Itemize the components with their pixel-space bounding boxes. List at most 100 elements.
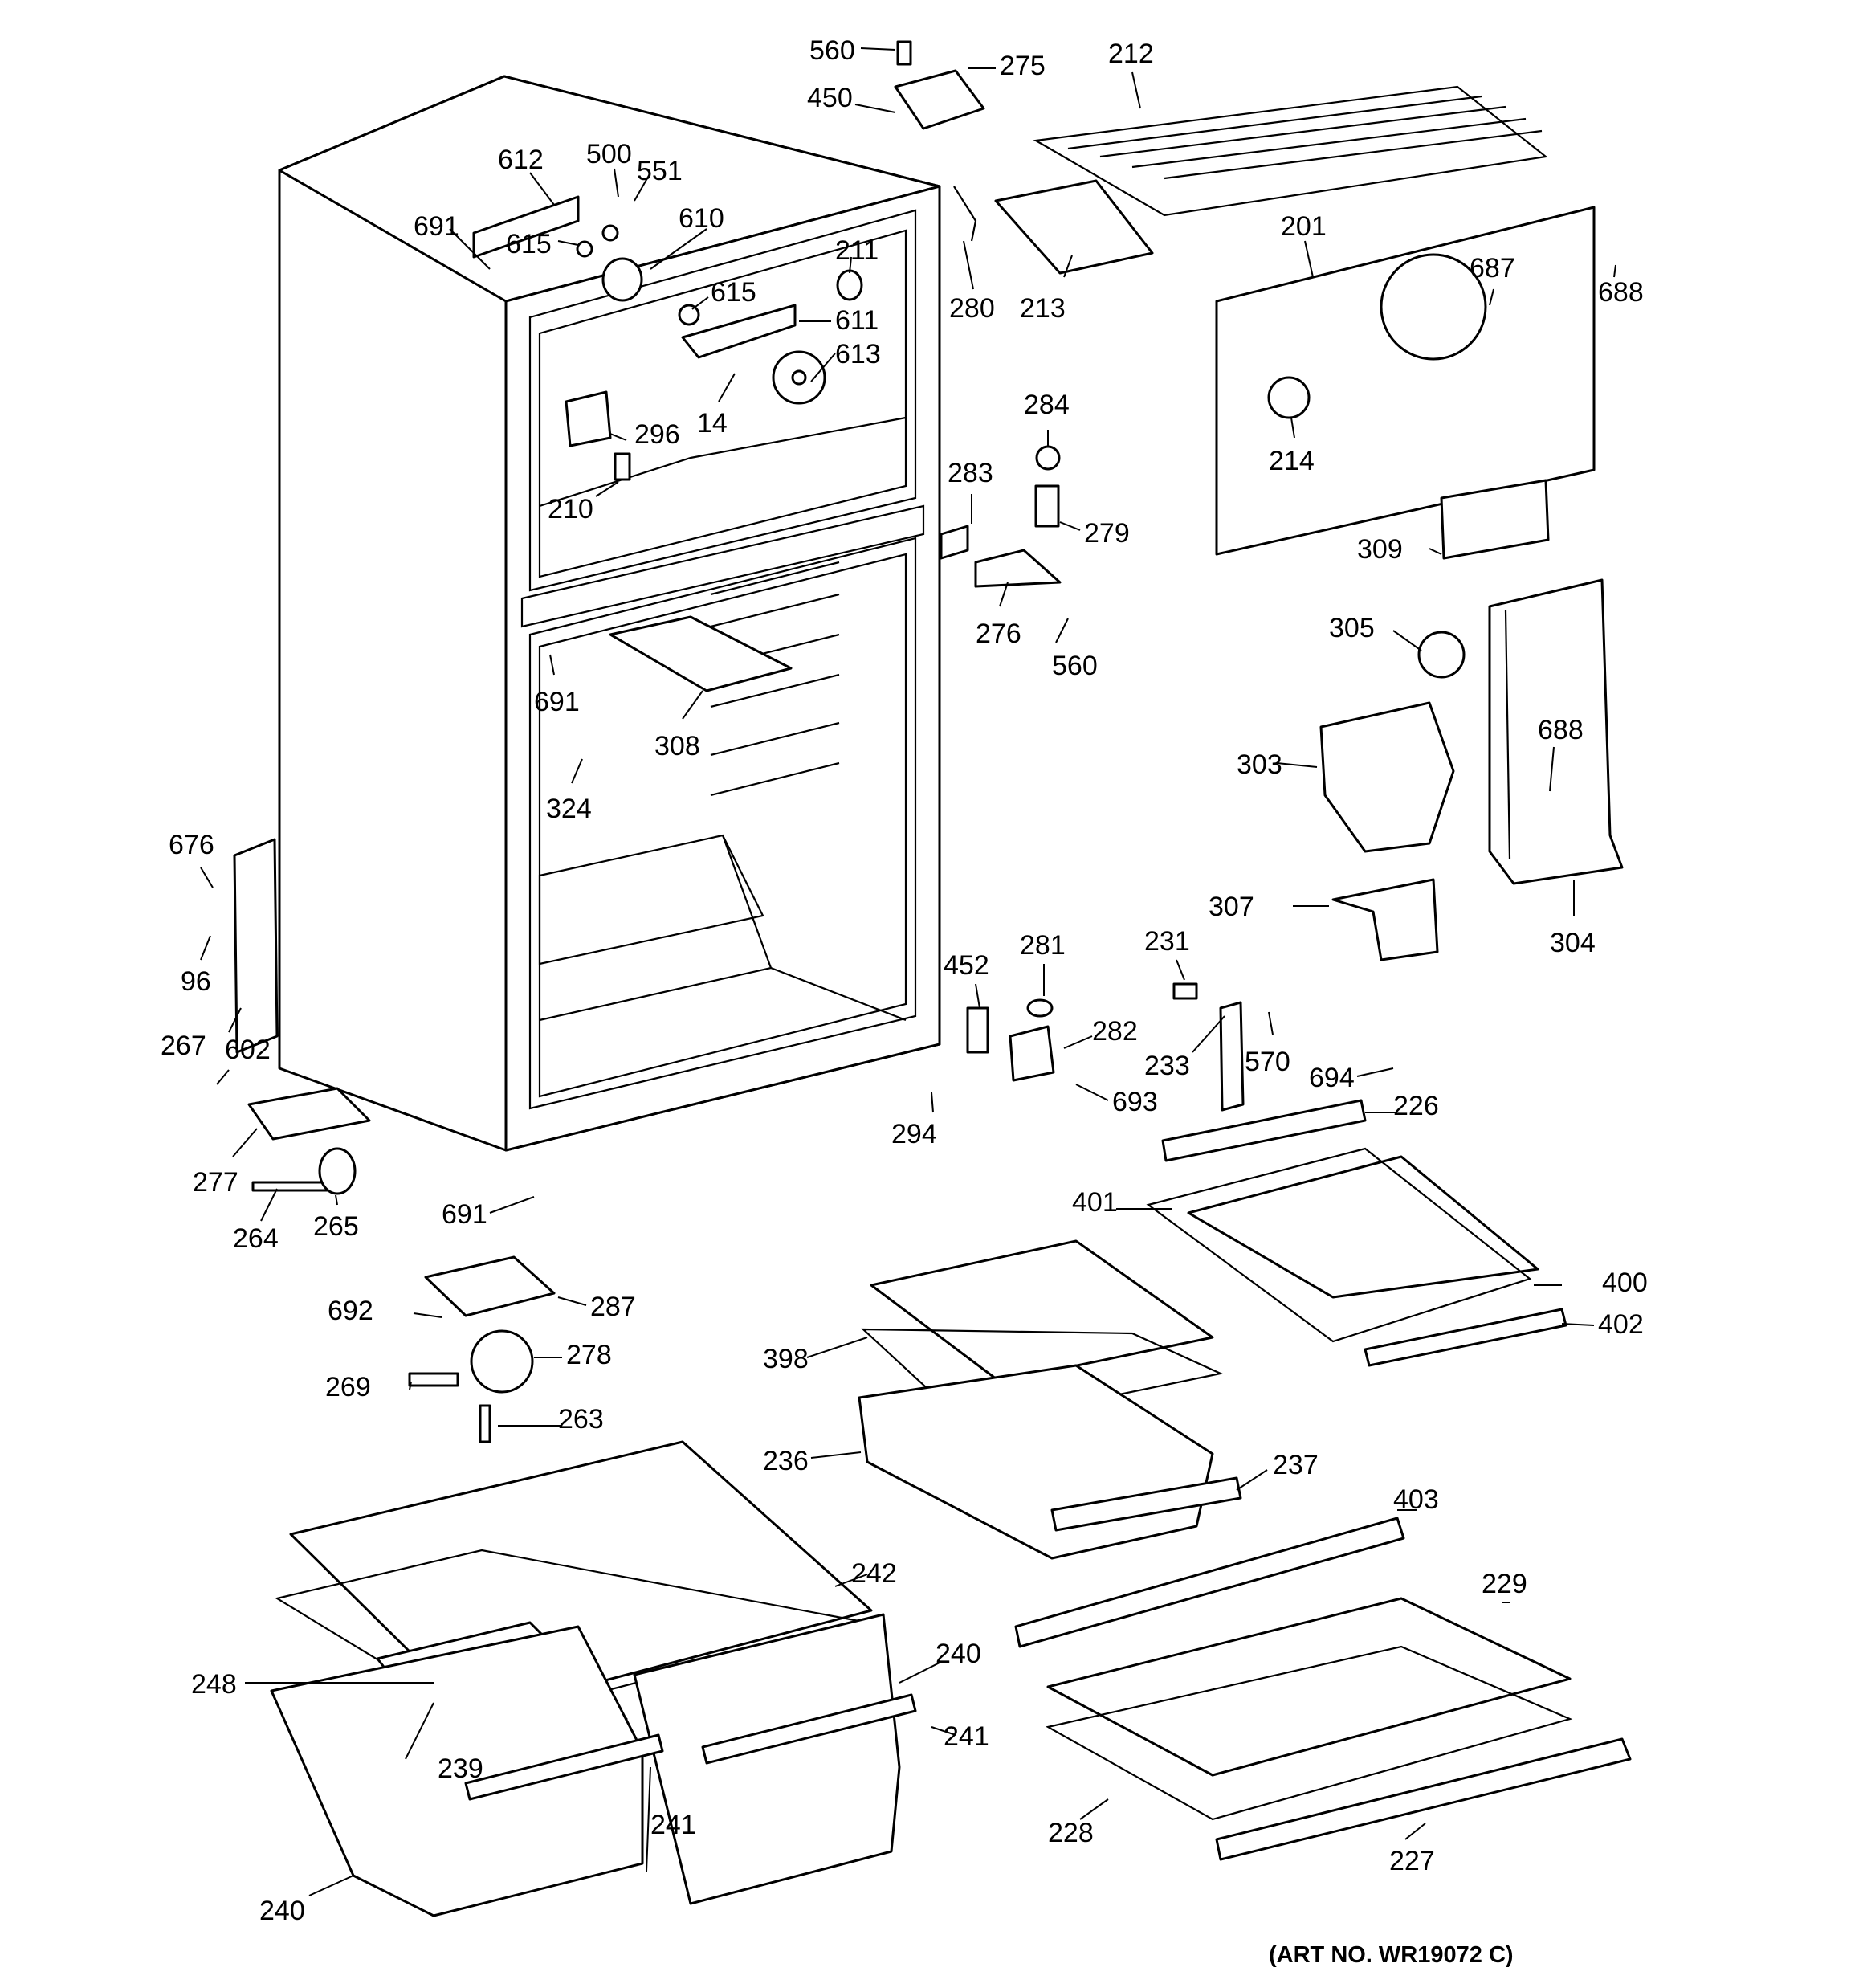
side-bracket-267 [233, 838, 279, 1054]
label-615: 615 [506, 229, 552, 259]
label-269: 269 [325, 1372, 371, 1402]
label-264: 264 [233, 1223, 279, 1254]
label-688-b: 688 [1538, 715, 1584, 745]
label-401: 401 [1072, 1187, 1118, 1218]
label-308: 308 [654, 731, 700, 761]
label-611: 611 [835, 305, 879, 336]
hinge-275 [894, 69, 985, 130]
label-692: 692 [328, 1296, 373, 1326]
label-687: 687 [1470, 253, 1515, 284]
label-309: 309 [1357, 534, 1403, 565]
label-233: 233 [1144, 1051, 1190, 1081]
label-236: 236 [763, 1446, 809, 1476]
freezer-fan-and-controls [472, 195, 863, 481]
label-229: 229 [1482, 1569, 1527, 1599]
handle-241 [464, 1733, 664, 1801]
label-398: 398 [763, 1344, 809, 1374]
grommet-615-b [678, 304, 700, 326]
shelf-frame-226 [1161, 1099, 1367, 1162]
label-214: 214 [1269, 446, 1315, 476]
label-276: 276 [976, 618, 1021, 649]
grommet-211 [836, 269, 863, 301]
label-265: 265 [313, 1211, 359, 1242]
roller-265 [318, 1147, 357, 1195]
label-602: 602 [225, 1035, 271, 1065]
label-228: 228 [1048, 1818, 1094, 1848]
bracket-612 [472, 195, 580, 259]
label-304: 304 [1550, 928, 1596, 958]
trim-227 [1215, 1737, 1632, 1861]
label-212: 212 [1108, 39, 1154, 69]
label-210: 210 [548, 494, 593, 525]
crisper-pan-236 [858, 1364, 1214, 1560]
label-201: 201 [1281, 211, 1327, 242]
top-hinge [894, 40, 985, 130]
label-284: 284 [1024, 390, 1070, 420]
hinge-276 [974, 549, 1062, 588]
ice-tray [994, 179, 1154, 275]
roller-278 [470, 1329, 534, 1394]
label-241-b: 241 [650, 1810, 696, 1840]
evaporator-cover [1215, 206, 1596, 556]
damper-307 [1331, 878, 1439, 961]
trim-403 [1014, 1517, 1405, 1648]
label-610: 610 [679, 203, 724, 234]
label-248: 248 [191, 1669, 237, 1700]
roller-bracket-277 [247, 1087, 371, 1141]
label-560-b: 560 [1052, 651, 1098, 681]
freezer-wire-shelf [1033, 85, 1548, 217]
label-688: 688 [1598, 277, 1644, 308]
label-14: 14 [697, 408, 728, 439]
part-labels: 560 275 450 212 612 500 551 691 615 610 … [161, 35, 1648, 1926]
label-402: 402 [1598, 1309, 1644, 1340]
label-691-b: 691 [534, 687, 580, 717]
label-231: 231 [1144, 926, 1190, 957]
crisper-drawer-right [633, 1613, 901, 1905]
label-676: 676 [169, 830, 214, 860]
label-226: 226 [1393, 1091, 1439, 1121]
ice-tray-twist-280 [953, 186, 977, 242]
label-211: 211 [835, 235, 879, 266]
art-number: (ART NO. WR19072 C) [1269, 1942, 1514, 1968]
leader-lines [200, 47, 1616, 1896]
label-96: 96 [181, 966, 211, 997]
screw-560 [896, 40, 912, 66]
screw-210 [614, 452, 631, 481]
thermostat-305 [1417, 631, 1466, 679]
bracket-287 [424, 1255, 556, 1317]
trim-402 [1364, 1308, 1567, 1367]
label-282: 282 [1092, 1016, 1138, 1047]
mount-500 [601, 224, 619, 242]
label-305: 305 [1329, 613, 1375, 643]
bracket-611 [681, 304, 797, 359]
fan-motor-610 [601, 257, 643, 302]
control-housing [1488, 578, 1624, 885]
crisper-handle-237 [1050, 1476, 1242, 1532]
label-281: 281 [1020, 930, 1066, 961]
label-275: 275 [1000, 51, 1046, 81]
label-240-b: 240 [259, 1896, 305, 1926]
label-303: 303 [1237, 749, 1282, 780]
knob-214 [1267, 376, 1311, 419]
label-278: 278 [566, 1340, 612, 1370]
label-450: 450 [807, 83, 853, 113]
label-551: 551 [637, 156, 683, 186]
label-693: 693 [1112, 1087, 1158, 1117]
label-277: 277 [193, 1167, 238, 1198]
label-239: 239 [438, 1753, 483, 1784]
label-403: 403 [1393, 1484, 1439, 1515]
label-691: 691 [414, 211, 459, 242]
label-279: 279 [1084, 518, 1130, 549]
grommet-615 [576, 240, 593, 258]
label-267: 267 [161, 1031, 206, 1061]
air-duct-303 [1319, 701, 1455, 853]
label-691-c: 691 [442, 1199, 487, 1230]
pin-269 [408, 1372, 459, 1387]
label-213: 213 [1020, 293, 1066, 324]
label-241: 241 [944, 1721, 989, 1752]
label-240: 240 [936, 1639, 981, 1669]
label-307: 307 [1209, 892, 1254, 922]
label-280: 280 [949, 293, 995, 324]
label-283: 283 [948, 458, 993, 488]
